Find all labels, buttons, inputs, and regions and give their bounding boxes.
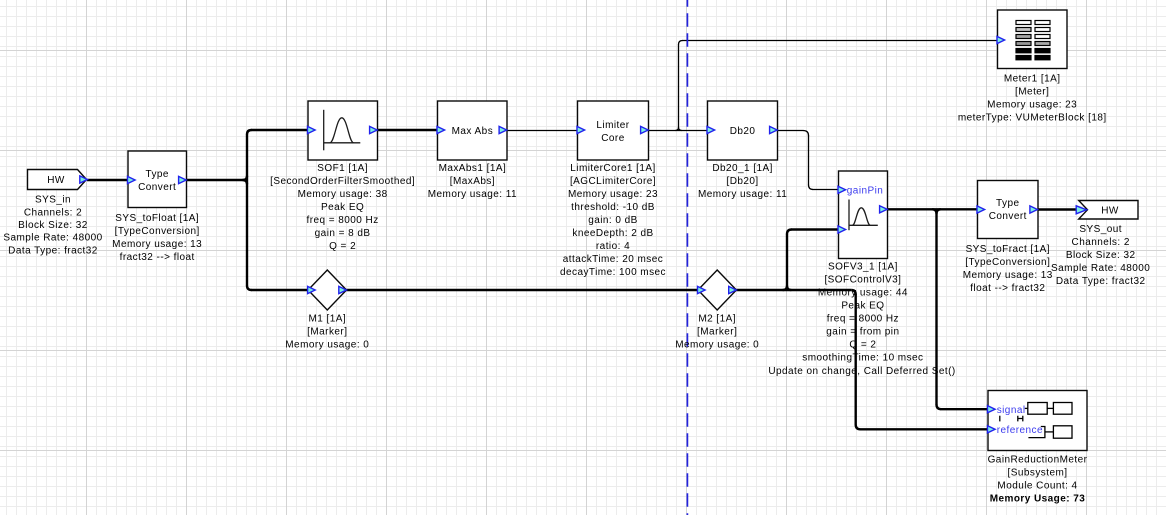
- svg-text:[TypeConversion]: [TypeConversion]: [115, 226, 200, 237]
- svg-text:Peak EQ: Peak EQ: [321, 202, 364, 213]
- svg-text:SOF1 [1A]: SOF1 [1A]: [317, 163, 368, 174]
- svg-text:Memory usage: 0: Memory usage: 0: [675, 339, 759, 350]
- svg-text:[Subsystem]: [Subsystem]: [1008, 467, 1068, 478]
- svg-text:[Marker]: [Marker]: [307, 326, 347, 337]
- svg-text:SYS_toFract [1A]: SYS_toFract [1A]: [966, 244, 1050, 255]
- svg-text:[MaxAbs]: [MaxAbs]: [450, 176, 495, 187]
- svg-text:gain = from pin: gain = from pin: [826, 327, 899, 338]
- svg-text:gainPin: gainPin: [847, 185, 884, 196]
- svg-text:[Db20]: [Db20]: [727, 176, 759, 187]
- svg-text:Module Count: 4: Module Count: 4: [997, 481, 1077, 492]
- svg-text:HW: HW: [1101, 206, 1119, 217]
- svg-text:M2 [1A]: M2 [1A]: [698, 313, 736, 324]
- svg-text:threshold: -10 dB: threshold: -10 dB: [571, 202, 655, 213]
- svg-text:Block Size: 32: Block Size: 32: [18, 220, 88, 231]
- svg-text:reference: reference: [997, 425, 1043, 436]
- svg-text:HW: HW: [47, 175, 65, 186]
- svg-text:float --> fract32: float --> fract32: [970, 283, 1045, 294]
- svg-text:Type: Type: [145, 169, 168, 180]
- svg-text:[AGCLimiterCore]: [AGCLimiterCore]: [570, 176, 656, 187]
- svg-text:fract32 --> float: fract32 --> float: [120, 252, 195, 263]
- svg-text:Data Type: fract32: Data Type: fract32: [8, 245, 98, 256]
- svg-text:Sample Rate: 48000: Sample Rate: 48000: [3, 233, 102, 244]
- svg-text:attackTime: 20 msec: attackTime: 20 msec: [563, 254, 663, 265]
- svg-text:Memory usage: 44: Memory usage: 44: [818, 288, 908, 299]
- svg-text:Memory usage: 13: Memory usage: 13: [963, 270, 1053, 281]
- svg-text:Data Type: fract32: Data Type: fract32: [1056, 276, 1146, 287]
- svg-text:freq = 8000 Hz: freq = 8000 Hz: [827, 314, 899, 325]
- svg-text:smoothingTime: 10 msec: smoothingTime: 10 msec: [802, 353, 923, 364]
- svg-text:[Marker]: [Marker]: [697, 326, 737, 337]
- svg-text:SOFV3_1 [1A]: SOFV3_1 [1A]: [828, 262, 898, 273]
- svg-text:SYS_in: SYS_in: [35, 195, 71, 206]
- svg-text:M1 [1A]: M1 [1A]: [308, 313, 346, 324]
- svg-text:[SecondOrderFilterSmoothed]: [SecondOrderFilterSmoothed]: [270, 176, 415, 187]
- svg-text:kneeDepth: 2 dB: kneeDepth: 2 dB: [572, 228, 653, 239]
- svg-text:ratio: 4: ratio: 4: [596, 241, 630, 252]
- svg-text:GainReductionMeter: GainReductionMeter: [988, 454, 1088, 465]
- svg-text:signal: signal: [997, 405, 1026, 416]
- svg-text:Memory usage: 0: Memory usage: 0: [285, 339, 369, 350]
- svg-text:SYS_toFloat [1A]: SYS_toFloat [1A]: [115, 213, 199, 224]
- svg-text:Max Abs: Max Abs: [452, 126, 494, 137]
- svg-text:Core: Core: [601, 133, 624, 144]
- svg-text:[Meter]: [Meter]: [1015, 87, 1049, 98]
- svg-text:Memory Usage: 73: Memory Usage: 73: [990, 493, 1086, 504]
- svg-text:[SOFControlV3]: [SOFControlV3]: [824, 275, 901, 286]
- svg-text:meterType: VUMeterBlock [18]: meterType: VUMeterBlock [18]: [958, 113, 1107, 124]
- svg-text:Memory usage: 11: Memory usage: 11: [698, 189, 787, 200]
- svg-text:Q = 2: Q = 2: [849, 340, 876, 351]
- svg-text:Memory usage: 23: Memory usage: 23: [987, 100, 1077, 111]
- svg-text:Convert: Convert: [138, 182, 176, 193]
- svg-text:[TypeConversion]: [TypeConversion]: [965, 257, 1050, 268]
- svg-text:LimiterCore1 [1A]: LimiterCore1 [1A]: [570, 163, 655, 174]
- svg-text:Memory usage: 38: Memory usage: 38: [298, 189, 388, 200]
- svg-text:Block Size: 32: Block Size: 32: [1066, 250, 1136, 261]
- svg-text:decayTime: 100 msec: decayTime: 100 msec: [560, 267, 666, 278]
- svg-text:Db20_1 [1A]: Db20_1 [1A]: [712, 163, 773, 174]
- svg-text:Memory usage: 13: Memory usage: 13: [112, 239, 202, 250]
- svg-text:Meter1 [1A]: Meter1 [1A]: [1004, 74, 1061, 85]
- svg-text:gain: 0 dB: gain: 0 dB: [588, 215, 638, 226]
- svg-text:Peak EQ: Peak EQ: [841, 301, 884, 312]
- svg-text:Channels: 2: Channels: 2: [24, 207, 82, 218]
- svg-text:Update on change, Call Deferre: Update on change, Call Deferred Set(): [768, 366, 955, 377]
- svg-text:Limiter: Limiter: [596, 120, 629, 131]
- svg-text:Type: Type: [996, 198, 1019, 209]
- svg-text:gain = 8 dB: gain = 8 dB: [315, 228, 371, 239]
- svg-text:Memory usage: 11: Memory usage: 11: [428, 189, 517, 200]
- svg-text:MaxAbs1 [1A]: MaxAbs1 [1A]: [439, 163, 507, 174]
- svg-text:Db20: Db20: [730, 126, 756, 137]
- svg-text:Sample Rate: 48000: Sample Rate: 48000: [1051, 263, 1150, 274]
- svg-text:Channels: 2: Channels: 2: [1072, 237, 1130, 248]
- svg-text:freq = 8000 Hz: freq = 8000 Hz: [307, 215, 379, 226]
- svg-text:Memory usage: 23: Memory usage: 23: [568, 189, 658, 200]
- svg-text:SYS_out: SYS_out: [1079, 224, 1122, 235]
- svg-text:Convert: Convert: [989, 211, 1027, 222]
- svg-text:Q = 2: Q = 2: [329, 241, 356, 252]
